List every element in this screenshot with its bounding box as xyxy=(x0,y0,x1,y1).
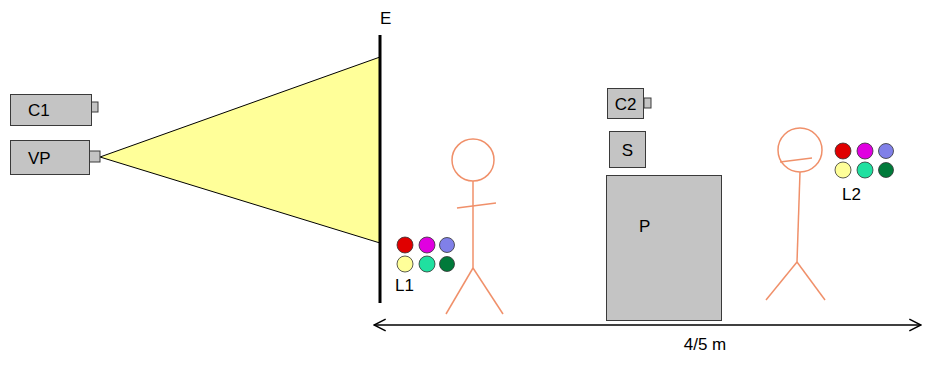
dimension-label: 4/5 m xyxy=(684,336,727,353)
box-label: P xyxy=(639,218,650,235)
camera-lens xyxy=(91,102,98,112)
dimension-line xyxy=(374,324,921,325)
screen-label: E xyxy=(380,10,391,27)
sensor-box: S xyxy=(609,131,646,168)
box-label: C1 xyxy=(28,102,50,119)
camera-box: C1 xyxy=(10,94,92,126)
box-label: VP xyxy=(28,150,51,167)
camera-box: C2 xyxy=(607,88,644,119)
box-label: C2 xyxy=(615,96,637,113)
camera-lens xyxy=(644,98,651,108)
light-group-label: L2 xyxy=(842,186,861,203)
box-label: S xyxy=(622,142,633,159)
person-figure xyxy=(766,128,825,300)
light-group-label: L1 xyxy=(395,277,414,294)
person-figure xyxy=(446,139,503,314)
projection-beam xyxy=(100,57,380,243)
light-group xyxy=(397,237,455,272)
projector-box: VP xyxy=(10,140,90,175)
screen-line xyxy=(379,35,382,303)
light-group xyxy=(835,143,894,178)
pedestal-box: P xyxy=(606,175,722,321)
